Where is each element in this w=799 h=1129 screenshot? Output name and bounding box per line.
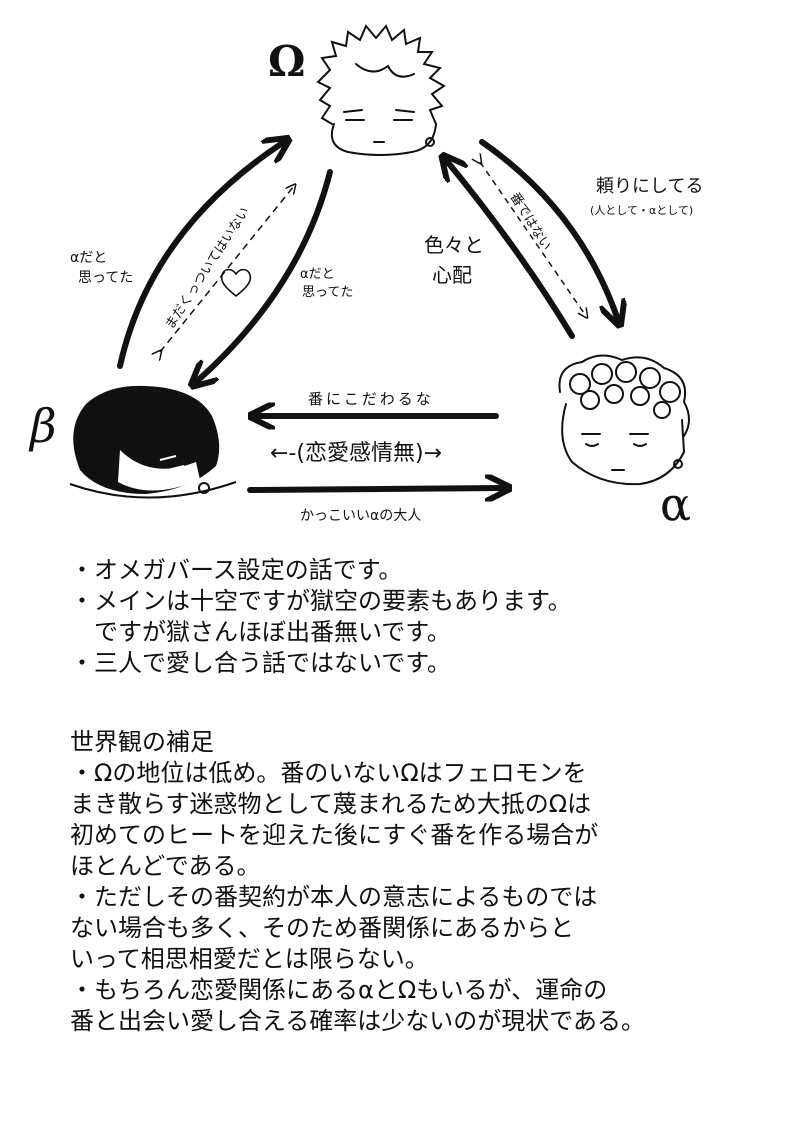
alpha-role-label: α bbox=[660, 477, 691, 530]
note-world-3: 初めてのヒートを迎えた後にすぐ番を作る場合が bbox=[70, 821, 599, 849]
relationship-diagram: Ω β α αだと 思ってた まだくっついてはいない αだと 思ってた 番ではな… bbox=[28, 24, 703, 530]
beta-role-label: β bbox=[28, 399, 57, 453]
label-beta-to-alpha: かっこいいαの大人 bbox=[300, 508, 421, 524]
omega-role-label: Ω bbox=[268, 37, 305, 86]
arrow-beta-to-alpha bbox=[247, 488, 504, 490]
label-no-romantic-feelings: ←-(恋愛感情無)→ bbox=[270, 441, 442, 466]
note-world-9: 番と出会い愛し合える確率は少ないのが現状である。 bbox=[70, 1007, 646, 1035]
omega-character-illustration bbox=[316, 24, 446, 156]
note-world-8: ・もちろん恋愛関係にあるαとΩもいるが、運命の bbox=[70, 976, 608, 1004]
heart-icon bbox=[220, 268, 252, 298]
note-world-7: いって相思相愛だとは限らない。 bbox=[70, 945, 429, 973]
label-alpha-to-beta: 番にこだわるな bbox=[308, 390, 434, 408]
label-omega-thought-line2: 思ってた bbox=[302, 285, 353, 300]
label-omega-thought-line1: αだと bbox=[300, 267, 335, 282]
label-relies-sub: (人として・αとして) bbox=[590, 204, 693, 217]
label-relies: 頼りにしてる bbox=[596, 176, 703, 197]
note-world-2: まき散らす迷惑物として蔑まれるため大抵のΩは bbox=[70, 790, 592, 818]
dashed-link-omega-alpha bbox=[480, 162, 586, 316]
alpha-character-illustration bbox=[558, 354, 690, 486]
note-world-5: ・ただしその番契約が本人の意志によるものでは bbox=[70, 883, 598, 911]
note-intro-1: ・オメガバース設定の話です。 bbox=[70, 556, 403, 584]
label-worried-line2: 心配 bbox=[432, 263, 472, 287]
note-world-4: ほとんどである。 bbox=[70, 852, 261, 880]
note-intro-2: ・メインは十空ですが獄空の要素もあります。 bbox=[70, 587, 572, 615]
note-world-title: 世界観の補足 bbox=[70, 728, 214, 756]
note-world-6: ない場合も多く、そのため番関係にあるからと bbox=[70, 914, 574, 942]
section-spacer bbox=[70, 679, 770, 727]
note-intro-4: ・三人で愛し合う話ではないです。 bbox=[70, 649, 451, 677]
beta-character-illustration bbox=[69, 385, 237, 499]
arrow-beta-to-omega bbox=[117, 142, 284, 369]
label-beta-thought-line1: αだと bbox=[70, 250, 107, 266]
label-not-together-yet: まだくっついてはいない bbox=[163, 205, 253, 333]
label-worried-line1: 色々と bbox=[424, 233, 484, 257]
note-intro-3: ですが獄さんほぼ出番無いです。 bbox=[70, 618, 451, 646]
notes-section: ・オメガバース設定の話です。 ・メインは十空ですが獄空の要素もあります。 ですが… bbox=[70, 555, 770, 1037]
label-beta-thought-line2: 思ってた bbox=[78, 270, 133, 286]
note-world-1: ・Ωの地位は低め。番のいないΩはフェロモンを bbox=[70, 759, 587, 787]
